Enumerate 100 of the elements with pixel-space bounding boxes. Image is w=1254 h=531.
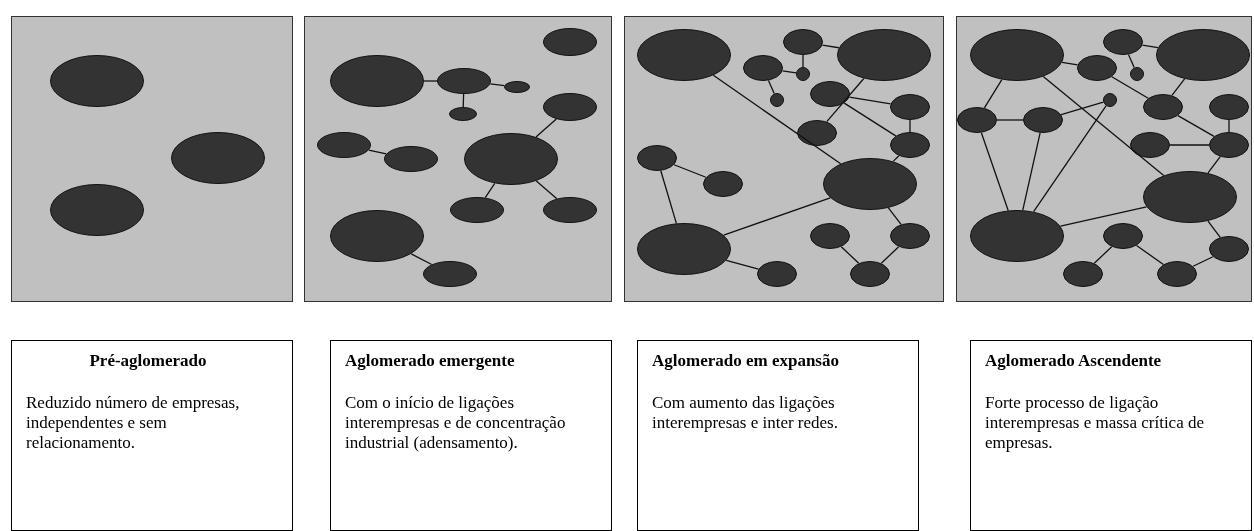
stage-heading: Aglomerado emergente (345, 351, 516, 371)
cluster-panel (11, 16, 293, 302)
connector-line (1135, 244, 1165, 266)
stage-description: Reduzido número de empresas, independentes e sem relacionamento. (26, 393, 241, 453)
connector-line (1060, 101, 1104, 116)
connector-line (1169, 144, 1210, 146)
ellipse (637, 223, 731, 275)
ellipse (1103, 29, 1143, 55)
cluster-panel (624, 16, 944, 302)
ellipse (890, 94, 930, 120)
stage-description: Com o início de ligações interempresas e de concentração industrial (adensamento). (345, 393, 567, 453)
description-box (330, 340, 612, 531)
connector-line (980, 132, 1009, 212)
ellipse (637, 29, 731, 81)
connector-line (1042, 75, 1165, 177)
ellipse (504, 81, 530, 93)
ellipse (850, 261, 890, 287)
ellipse (1023, 107, 1063, 133)
ellipse (1157, 261, 1197, 287)
connector-line (712, 74, 842, 165)
connector-line (673, 164, 707, 178)
ellipse (703, 171, 743, 197)
connector-line (410, 253, 433, 266)
connector-line (1033, 105, 1107, 213)
description-box (970, 340, 1252, 531)
connector-line (1127, 53, 1135, 69)
ellipse (796, 67, 810, 81)
ellipse (1209, 94, 1249, 120)
ellipse (450, 197, 504, 223)
connector-line (725, 259, 760, 270)
description-box (11, 340, 293, 531)
connector-line (983, 78, 1003, 109)
connector-line (840, 246, 860, 264)
ellipse (1063, 261, 1103, 287)
connector-line (489, 83, 505, 87)
connector-line (802, 54, 804, 68)
connector-line (1171, 78, 1186, 97)
connector-line (781, 70, 797, 74)
connector-line (1022, 132, 1041, 211)
connector-line (462, 93, 465, 108)
ellipse (1209, 132, 1249, 158)
connector-line (660, 170, 678, 224)
ellipse (449, 107, 477, 121)
connector-line (1141, 44, 1159, 49)
ellipse (1156, 29, 1250, 81)
cluster-panel (956, 16, 1252, 302)
description-box (637, 340, 919, 531)
ellipse (50, 184, 144, 236)
ellipse (171, 132, 265, 184)
ellipse (543, 197, 597, 223)
stage-heading: Pré-aglomerado (88, 351, 208, 371)
ellipse (330, 55, 424, 107)
connector-line (892, 155, 900, 163)
ellipse (957, 107, 997, 133)
connector-line (1093, 246, 1113, 264)
connector-line (826, 77, 865, 123)
connector-line (1228, 119, 1230, 133)
connector-line (887, 207, 902, 225)
ellipse (810, 81, 850, 107)
connector-line (880, 246, 900, 264)
ellipse (317, 132, 371, 158)
ellipse (743, 55, 783, 81)
ellipse (330, 210, 424, 262)
connector-line (1177, 114, 1215, 138)
stage-description: Com aumento das ligações interempresas e inter redes. (652, 393, 839, 433)
ellipse (1077, 55, 1117, 81)
ellipse (970, 210, 1064, 262)
connector-line (1059, 206, 1148, 227)
ellipse (1103, 223, 1143, 249)
ellipse (423, 261, 477, 287)
connector-line (1111, 76, 1149, 99)
stage-heading: Aglomerado em expansão (652, 351, 840, 371)
connector-line (1061, 61, 1079, 66)
connector-line (535, 118, 557, 138)
connector-line (423, 80, 438, 82)
ellipse (823, 158, 917, 210)
ellipse (1130, 132, 1170, 158)
connector-line (1207, 156, 1221, 174)
stage-heading: Aglomerado Ascendente (985, 351, 1163, 371)
ellipse (543, 93, 597, 121)
connector-line (535, 180, 558, 200)
connector-line (723, 197, 831, 236)
ellipse (543, 28, 597, 56)
ellipse (890, 223, 930, 249)
connector-line (909, 119, 911, 133)
ellipse (970, 29, 1064, 81)
ellipse (1209, 236, 1249, 262)
connector-line (1192, 256, 1214, 267)
ellipse (637, 145, 677, 171)
ellipse (783, 29, 823, 55)
ellipse (384, 146, 438, 172)
connector-line (1207, 220, 1221, 238)
cluster-panel (304, 16, 612, 302)
ellipse (1103, 93, 1117, 107)
connector-line (767, 79, 775, 95)
ellipse (464, 133, 558, 185)
connector-line (368, 149, 387, 155)
ellipse (757, 261, 797, 287)
ellipse (1143, 94, 1183, 120)
ellipse (810, 223, 850, 249)
